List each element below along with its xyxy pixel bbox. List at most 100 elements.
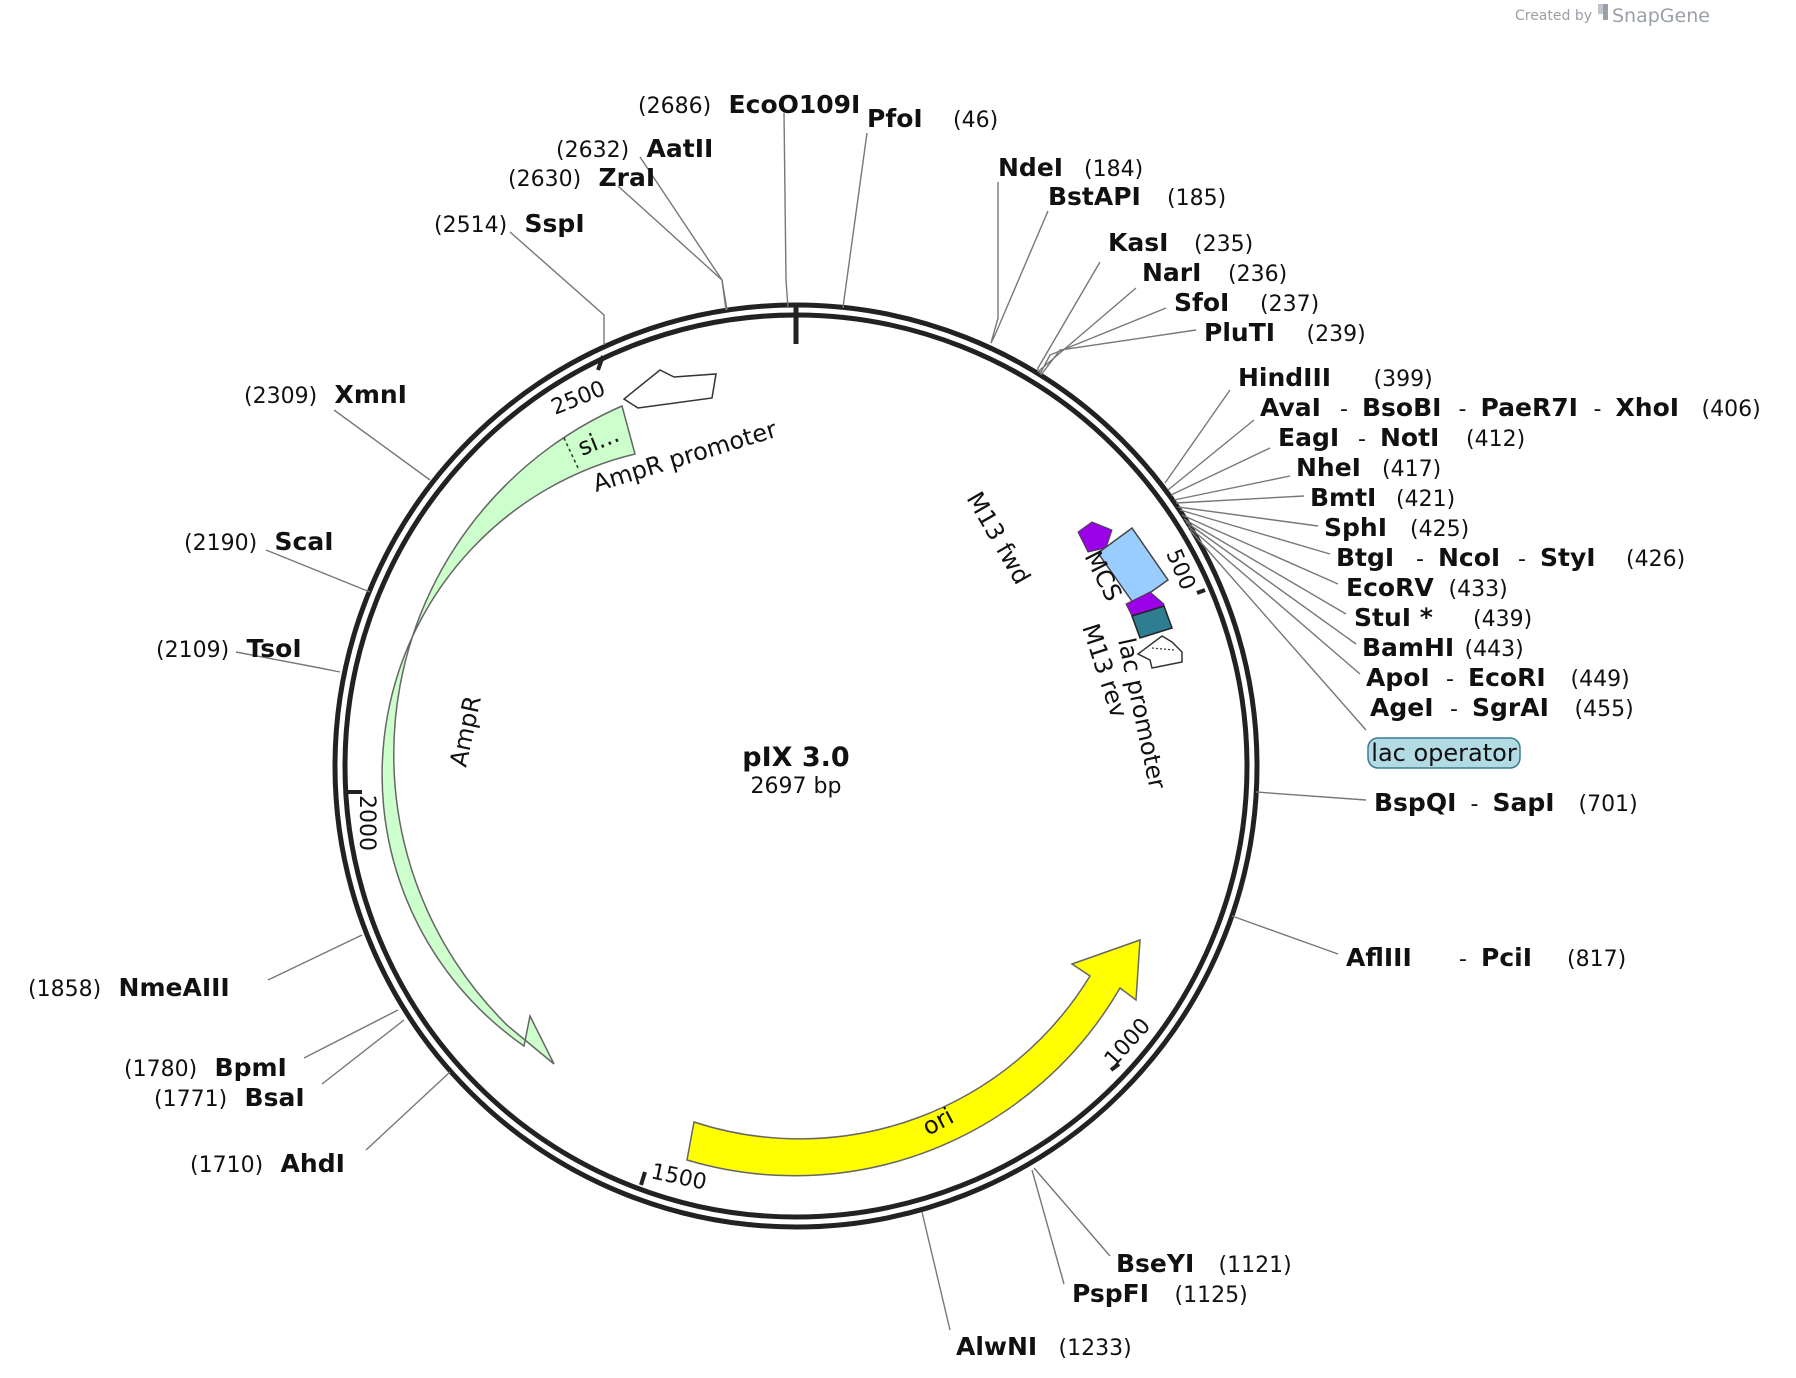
site-avai[interactable]: AvaI-BsoBI-PaeR7I-XhoI(406) <box>1167 393 1761 491</box>
site-bseyi-leader <box>1033 1167 1111 1257</box>
site-kasi-leader <box>1037 261 1101 372</box>
site-aatii-name-0: AatII <box>647 134 714 163</box>
site-scai-leader <box>265 549 371 593</box>
site-pluti[interactable]: PluTI(239) <box>1040 318 1366 376</box>
site-bpmi[interactable]: (1780)BpmI <box>124 1009 399 1082</box>
site-agei-leader <box>1189 529 1367 731</box>
site-bseyi-name-0: BseYI <box>1116 1249 1194 1278</box>
site-afliii-name-0: AflIII <box>1346 943 1412 972</box>
site-agei-separator: - <box>1450 697 1458 722</box>
site-hindiii[interactable]: HindIII(399) <box>1164 363 1433 484</box>
site-bamhi[interactable]: BamHI(443) <box>1185 521 1524 662</box>
site-stui[interactable]: StuI *(439) <box>1183 518 1532 632</box>
site-afliii-leader <box>1231 915 1339 955</box>
site-bpmi-leader <box>303 1009 399 1059</box>
site-kasi[interactable]: KasI(235) <box>1037 228 1253 372</box>
ori-arrow[interactable] <box>686 938 1141 1177</box>
site-sphi-name-0: SphI <box>1324 513 1387 542</box>
site-ahdi-position: (1710) <box>190 1153 263 1178</box>
site-bsai-position: (1771) <box>154 1087 227 1112</box>
lac-operator-tag-label: lac operator <box>1371 739 1517 767</box>
site-ecorv-leader <box>1181 514 1339 585</box>
site-eagi-position: (412) <box>1466 427 1525 452</box>
site-scai-position: (2190) <box>184 531 257 556</box>
site-avai-separator: - <box>1459 397 1467 422</box>
site-nhei-position: (417) <box>1382 457 1441 482</box>
site-nmeaiii-leader <box>267 934 363 981</box>
site-hindiii-name-0: HindIII <box>1238 363 1331 392</box>
site-afliii-separator: - <box>1459 947 1467 972</box>
site-agei-name-0: AgeI <box>1370 693 1434 722</box>
site-bamhi-position: (443) <box>1465 637 1524 662</box>
site-hindiii-leader <box>1164 389 1231 484</box>
site-avai-separator: - <box>1594 397 1602 422</box>
site-agei-name-1: SgrAI <box>1472 693 1549 722</box>
site-btgi[interactable]: BtgI-NcoI-StyI(426) <box>1179 509 1685 572</box>
site-bseyi[interactable]: BseYI(1121) <box>1033 1167 1292 1278</box>
site-bspqi-name-0: BspQI <box>1374 788 1456 817</box>
site-ecorv[interactable]: EcoRV(433) <box>1181 514 1508 602</box>
site-kasi-name-0: KasI <box>1108 228 1168 257</box>
site-alwni-leader <box>921 1211 951 1331</box>
site-apoi-separator: - <box>1446 667 1454 692</box>
site-avai-name-0: AvaI <box>1260 393 1321 422</box>
ampr-arrow[interactable] <box>381 404 636 1065</box>
site-bspqi-leader <box>1255 791 1367 801</box>
site-bspqi[interactable]: BspQI-SapI(701) <box>1255 788 1638 817</box>
site-sfoi-leader <box>1039 307 1167 375</box>
site-zrai[interactable]: (2630)ZraI <box>508 163 727 311</box>
site-eagi[interactable]: EagI-NotI(412) <box>1170 423 1525 496</box>
site-sphi[interactable]: SphI(425) <box>1177 506 1469 542</box>
site-afliii[interactable]: AflIII-PciI(817) <box>1231 915 1626 972</box>
site-bsai[interactable]: (1771)BsaI <box>154 1019 405 1112</box>
site-apoi-leader <box>1187 525 1361 675</box>
site-nari-leader <box>1038 287 1137 374</box>
site-pluti-position: (239) <box>1307 322 1366 347</box>
site-agei[interactable]: AgeI-SgrAI(455) <box>1189 529 1634 731</box>
site-sfoi-name-0: SfoI <box>1174 288 1229 317</box>
site-ahdi[interactable]: (1710) AhdI <box>190 1071 451 1178</box>
site-ndei-leader <box>990 182 999 344</box>
site-avai-name-3: XhoI <box>1616 393 1680 422</box>
ampr-promoter-arrow[interactable] <box>622 369 717 409</box>
site-ndei[interactable]: NdeI(184) <box>990 153 1143 344</box>
site-ecorv-position: (433) <box>1449 577 1508 602</box>
site-ahdi-name-0: AhdI <box>281 1149 345 1178</box>
site-sfoi[interactable]: SfoI(237) <box>1039 288 1319 375</box>
site-nmeaiii[interactable]: (1858)NmeAIII <box>28 934 363 1002</box>
lac-promoter-arrow[interactable] <box>1136 635 1183 669</box>
site-btgi-position: (426) <box>1626 547 1685 572</box>
site-sspi[interactable]: (2514)SspI <box>434 209 605 345</box>
mcs-box[interactable] <box>1096 526 1170 606</box>
site-tsoi[interactable]: (2109)TsoI <box>156 634 341 673</box>
site-scai[interactable]: (2190)ScaI <box>184 527 371 593</box>
site-stui-name-0: StuI * <box>1354 603 1433 632</box>
site-xmni[interactable]: (2309)XmnI <box>244 380 431 481</box>
site-nhei[interactable]: NheI(417) <box>1173 453 1441 501</box>
site-btgi-name-1: NcoI <box>1438 543 1500 572</box>
m13-fwd-primer[interactable] <box>1077 521 1113 553</box>
site-bmti-leader <box>1175 495 1305 504</box>
site-eagi-name-1: NotI <box>1380 423 1439 452</box>
site-bstapi[interactable]: BstAPI(185) <box>990 182 1226 344</box>
site-pfoi-name-0: PfoI <box>867 104 923 133</box>
site-bstapi-leader <box>990 210 1049 344</box>
site-pfoi[interactable]: PfoI(46) <box>842 104 998 309</box>
site-bmti[interactable]: BmtI(421) <box>1175 483 1455 512</box>
snapgene-credit[interactable]: Created by SnapGene <box>1515 4 1710 27</box>
site-ecoo109i[interactable]: (2686)EcoO109I <box>638 90 860 309</box>
site-pspfi[interactable]: PspFI(1125) <box>1031 1169 1248 1308</box>
lac-operator-box[interactable] <box>1131 605 1173 639</box>
site-apoi[interactable]: ApoI-EcoRI(449) <box>1187 525 1630 692</box>
backbone-outer-ring <box>332 302 1260 1230</box>
site-zrai-name-0: ZraI <box>599 163 656 192</box>
site-aatii-position: (2632) <box>556 138 629 163</box>
site-tsoi-name-0: TsoI <box>247 634 302 663</box>
site-alwni[interactable]: AlwNI(1233) <box>921 1211 1132 1361</box>
site-eagi-name-0: EagI <box>1278 423 1339 452</box>
lac-operator-tag[interactable] <box>1367 737 1521 769</box>
site-avai-separator: - <box>1340 397 1348 422</box>
site-nari[interactable]: NarI(236) <box>1038 258 1287 374</box>
site-eagi-leader <box>1170 447 1271 496</box>
